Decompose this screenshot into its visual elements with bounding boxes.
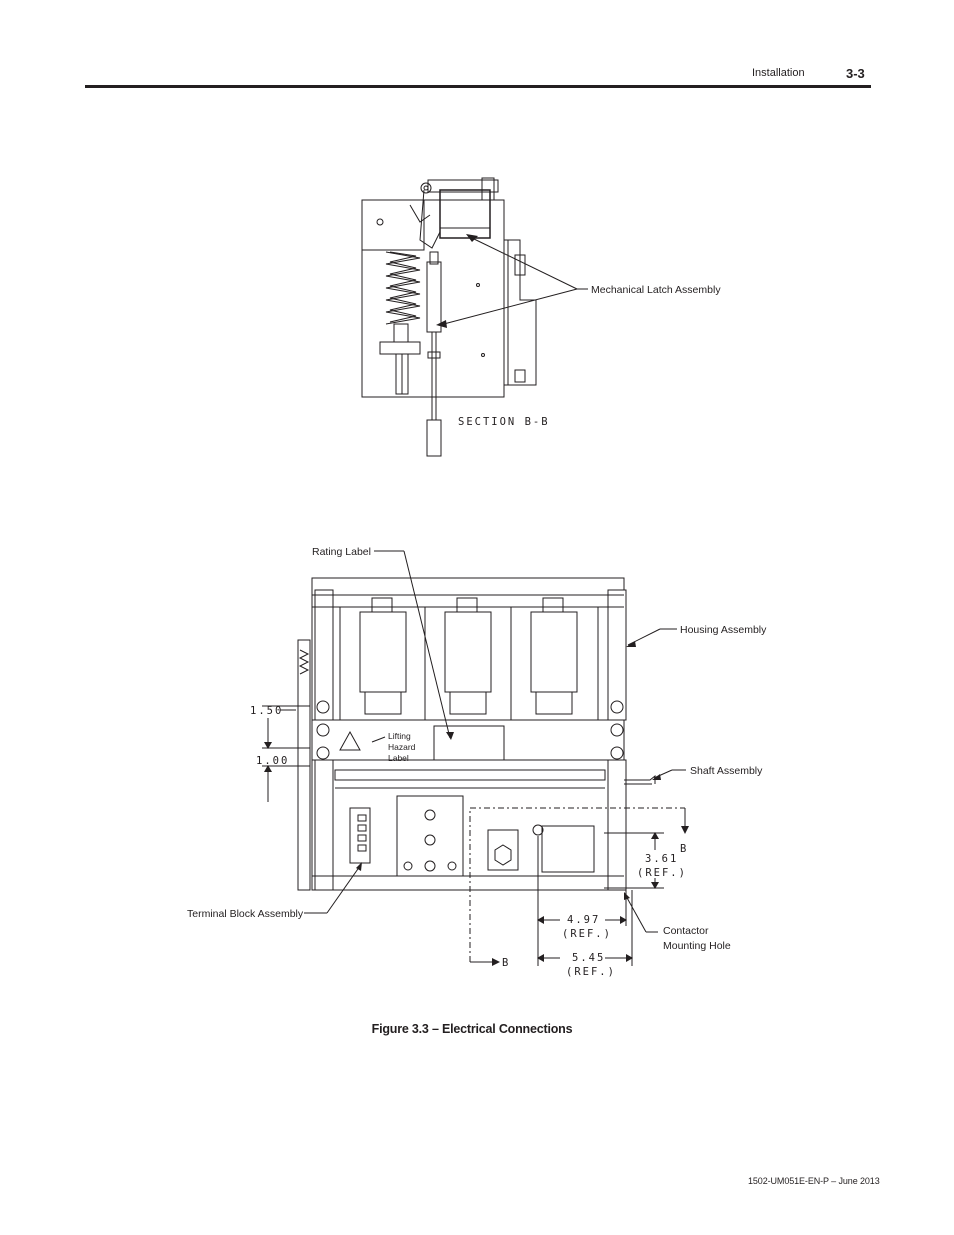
housing-assembly-callout: Housing Assembly — [680, 624, 767, 636]
mechanical-latch-leaders — [436, 234, 588, 328]
section-bb-drawing — [361, 177, 537, 457]
footer-doc-id: 1502-UM051E-EN-P – June 2013 — [748, 1176, 880, 1186]
dimension-1-50: 1.50 — [250, 705, 283, 717]
terminal-block-callout: Terminal Block Assembly — [187, 908, 304, 920]
figure-caption-text: Figure 3.3 – Electrical Connections — [371, 1022, 573, 1036]
vacuum-bottle-2 — [444, 597, 492, 715]
section-mark-top: B — [680, 843, 688, 855]
running-header-section: Installation — [752, 67, 805, 79]
shaft-assembly-callout: Shaft Assembly — [690, 765, 763, 777]
section-line — [469, 807, 689, 966]
rating-label-callout: Rating Label — [312, 546, 371, 558]
vacuum-bottle-1 — [359, 597, 407, 715]
left-dimension-lines — [262, 705, 310, 802]
spring — [385, 251, 421, 325]
dimension-3-61: 3.61 — [645, 853, 678, 865]
dimension-4-97: 4.97 — [567, 914, 600, 926]
dimension-4-97-ref: (REF.) — [562, 928, 612, 940]
bottom-callout-leaders — [304, 550, 686, 933]
dimension-5-45: 5.45 — [572, 952, 605, 964]
dimension-3-61-ref: (REF.) — [637, 867, 687, 879]
section-mark-bottom: B — [502, 957, 510, 969]
vacuum-bottle-3 — [530, 597, 578, 715]
section-bb-label: SECTION B-B — [458, 416, 550, 428]
header-rule — [85, 85, 871, 88]
dimension-5-45-ref: (REF.) — [566, 966, 616, 978]
mounting-hole-line2: Mounting Hole — [663, 940, 731, 952]
mechanical-latch-label: Mechanical Latch Assembly — [591, 284, 721, 296]
lifting-hazard-line1: Lifting — [388, 731, 411, 741]
lifting-hazard-line2: Hazard — [388, 742, 416, 752]
figure-caption: Figure 3.3 – Electrical Connections — [0, 1022, 954, 1036]
page-number: 3-3 — [846, 66, 865, 81]
terminal-block — [349, 807, 371, 864]
dimension-1-00: 1.00 — [256, 755, 289, 767]
contactor-front-view — [297, 577, 656, 891]
lifting-hazard-line3: Label — [388, 753, 409, 763]
mounting-hole-line1: Contactor — [663, 925, 709, 937]
